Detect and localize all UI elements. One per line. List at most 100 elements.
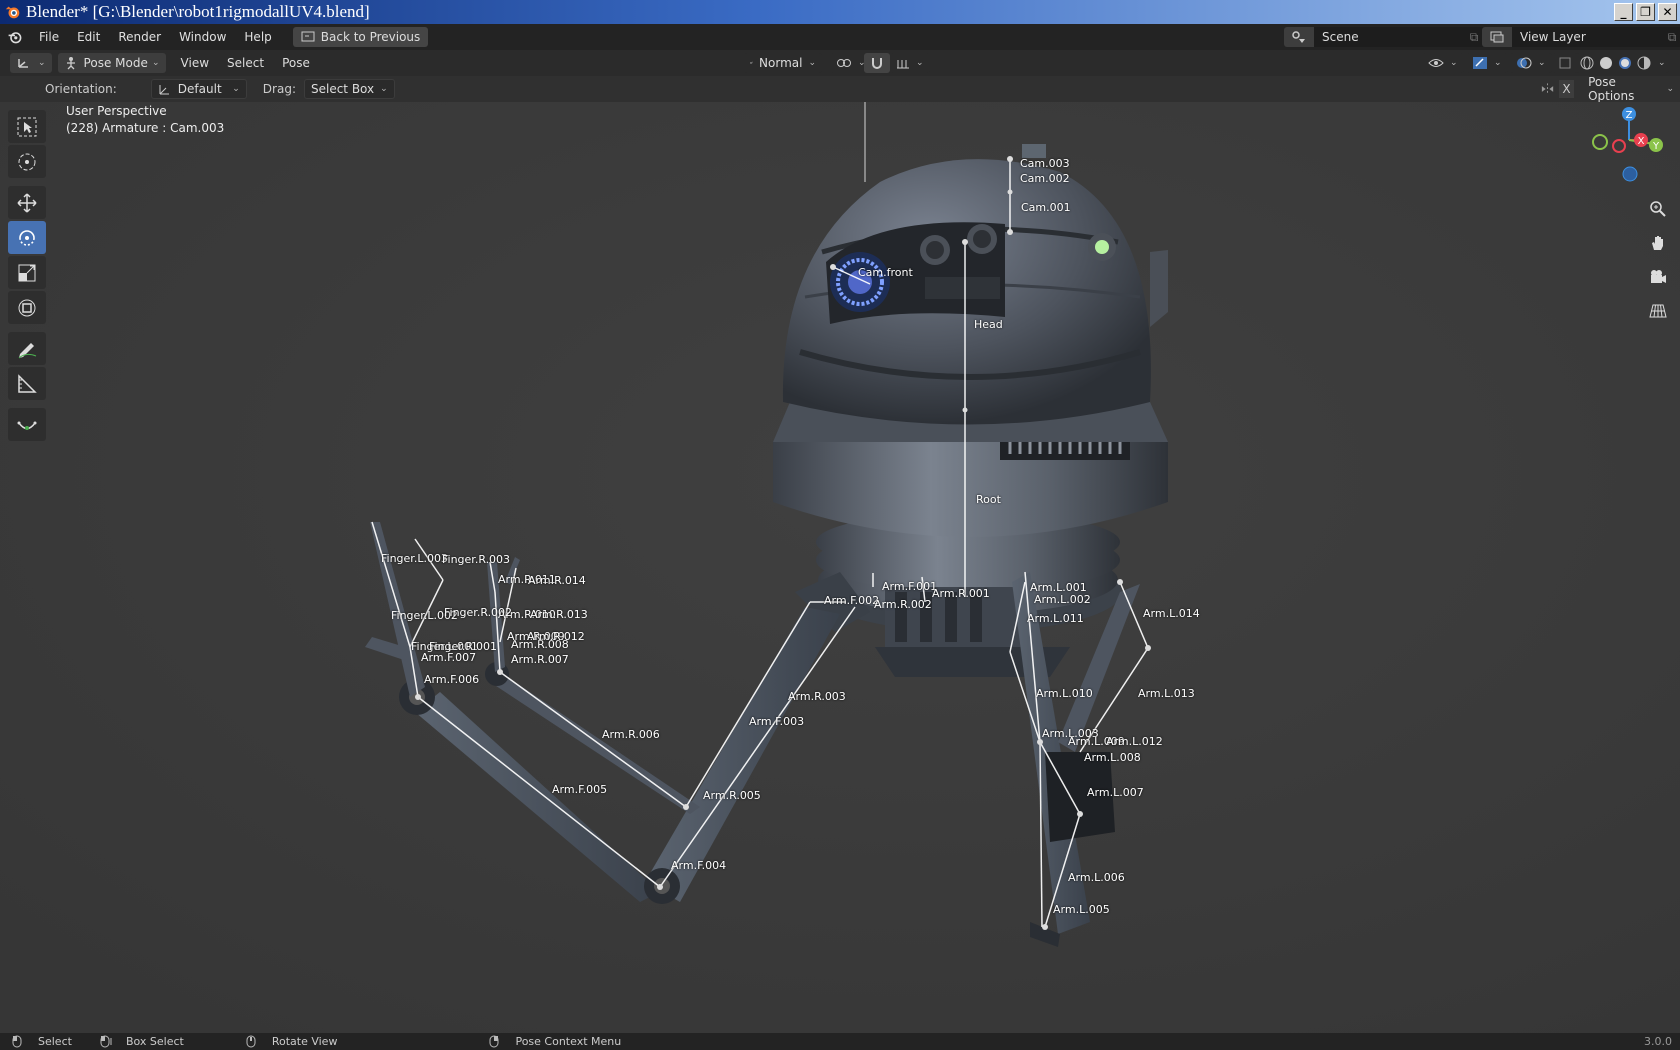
scale-tool[interactable] [8,256,46,289]
bone-label[interactable]: Arm.L.014 [1143,607,1200,620]
camera-view-icon[interactable] [1644,263,1672,291]
bone-label[interactable]: Arm.R.008 [511,638,569,651]
bone-label[interactable]: Arm.R.010 [498,608,556,621]
bone-label[interactable]: Finger.L.002 [391,609,458,622]
measure-tool[interactable] [8,367,46,400]
bone-label[interactable]: Arm.F.002 [824,594,880,607]
blender-menu-icon[interactable] [0,29,30,45]
header-menu-select[interactable]: Select [227,56,265,70]
pan-hand-icon[interactable] [1644,229,1672,257]
new-view-layer-icon[interactable]: ⧉ [1662,27,1680,47]
bone-label[interactable]: Arm.R.013 [530,608,588,621]
shading-modes[interactable]: ⌄ [1576,53,1669,73]
visibility-dropdown[interactable]: ⌄ [1422,53,1464,73]
header-menu-pose[interactable]: Pose [282,56,310,70]
bone-label[interactable]: Arm.L.010 [1036,687,1093,700]
scene-selector[interactable]: Scene ⧉ ✕ [1284,27,1504,47]
bone-label[interactable]: Arm.R.007 [511,653,569,666]
pivot-point-dropdown[interactable]: ⌄ [830,53,872,73]
transform-tool[interactable] [8,291,46,324]
scene-name-field[interactable]: Scene [1314,27,1464,47]
bone-label[interactable]: Cam.003 [1020,157,1070,170]
bone-label[interactable]: Arm.R.006 [602,728,660,741]
maximize-button[interactable]: ❐ [1636,3,1655,21]
back-to-previous-button[interactable]: Back to Previous [292,27,429,47]
minimize-button[interactable]: _ [1614,3,1633,21]
bone-label[interactable]: Finger.R.002 [444,606,513,619]
bone-label[interactable]: Arm.F.004 [671,859,727,872]
bone-label[interactable]: Arm.R.002 [874,598,932,611]
scene-icon[interactable] [1284,27,1314,47]
bone-label[interactable]: Arm.F.005 [552,783,608,796]
mode-dropdown[interactable]: Pose Mode ⌄ [57,53,166,73]
xray-toggle[interactable] [1552,53,1578,73]
bone-label[interactable]: Arm.L.013 [1138,687,1195,700]
bone-label[interactable]: Arm.L.002 [1034,593,1091,606]
bone-label[interactable]: Arm.L.011 [1027,612,1084,625]
header-menu-view[interactable]: View [180,56,210,70]
close-button[interactable]: ✕ [1658,3,1677,21]
bone-label[interactable]: Finger.L.001 [411,640,478,653]
bone-label[interactable]: Arm.R.009 [507,630,565,643]
rendered-shading-icon[interactable] [1636,55,1652,71]
bone-label[interactable]: Finger.R.003 [442,553,511,566]
bone-label[interactable]: Arm.L.007 [1087,786,1144,799]
bone-label[interactable]: Arm.R.014 [528,574,586,587]
transform-orientation-dropdown[interactable]: Normal ⌄ [744,53,822,73]
bone-label[interactable]: Arm.F.003 [749,715,805,728]
pose-options-dropdown[interactable]: Pose Options ⌄ [1582,75,1680,103]
bone-label[interactable]: Arm.L.006 [1068,871,1125,884]
menu-window[interactable]: Window [179,30,227,44]
bone-label[interactable]: Finger.L.003 [381,552,448,565]
move-tool[interactable] [8,186,46,219]
bone-label[interactable]: Arm.R.005 [703,789,761,802]
wireframe-shading-icon[interactable] [1579,55,1595,71]
bone-label[interactable]: Arm.R.011 [498,573,556,586]
snap-target-dropdown[interactable]: ⌄ [890,53,930,73]
zoom-icon[interactable] [1644,195,1672,223]
rotate-tool[interactable] [8,221,46,254]
bone-label[interactable]: Arm.R.012 [527,630,585,643]
x-mirror-toggle[interactable]: X [1559,80,1575,98]
bone-label[interactable]: Cam.front [858,266,913,279]
drag-dropdown[interactable]: Select Box ⌄ [303,79,395,99]
view-layer-icon[interactable] [1482,27,1512,47]
bone-label[interactable]: Arm.L.003 [1042,727,1099,740]
solid-shading-icon[interactable] [1598,55,1614,71]
material-shading-icon[interactable] [1617,55,1633,71]
bone-label[interactable]: Arm.L.012 [1106,735,1163,748]
cursor-tool[interactable] [8,145,46,178]
editor-type-dropdown[interactable]: ⌄ [10,53,52,73]
mirror-icon[interactable] [1540,82,1555,96]
menu-help[interactable]: Help [244,30,272,44]
bone-label[interactable]: Cam.001 [1021,201,1071,214]
gizmo-toggle[interactable]: ⌄ [1466,53,1508,73]
bone-label[interactable]: Arm.L.009 [1068,735,1125,748]
new-scene-icon[interactable]: ⧉ [1464,27,1484,47]
bone-label[interactable]: Cam.002 [1020,172,1070,185]
bone-label[interactable]: Root [976,493,1001,506]
bone-label[interactable]: Arm.R.001 [932,587,990,600]
bone-label[interactable]: Arm.F.006 [424,673,480,686]
menu-file[interactable]: File [39,30,60,44]
bone-label[interactable]: Head [974,318,1003,331]
menu-render[interactable]: Render [118,30,162,44]
menu-edit[interactable]: Edit [77,30,101,44]
bone-label[interactable]: Arm.R.003 [788,690,846,703]
view-layer-selector[interactable]: View Layer ⧉ ✕ [1482,27,1680,47]
annotate-tool[interactable] [8,332,46,365]
bone-label[interactable]: Arm.F.007 [421,651,477,664]
bone-label[interactable]: Arm.L.008 [1084,751,1141,764]
view-layer-name-field[interactable]: View Layer [1512,27,1662,47]
bone-label[interactable]: Arm.F.001 [882,580,938,593]
bone-label[interactable]: Arm.L.005 [1053,903,1110,916]
orientation-dropdown[interactable]: Default ⌄ [150,79,247,99]
select-box-tool[interactable] [8,110,46,143]
snap-toggle[interactable] [864,53,890,73]
navigation-gizmo[interactable]: Z X Y [1584,104,1678,190]
overlays-toggle[interactable]: ⌄ [1510,53,1552,73]
bone-label[interactable]: Arm.L.001 [1030,581,1087,594]
pose-breakdowner-tool[interactable] [8,408,46,441]
3d-viewport[interactable]: User Perspective (228) Armature : Cam.00… [0,102,1680,1033]
bone-label[interactable]: Finger.R.001 [429,640,498,653]
